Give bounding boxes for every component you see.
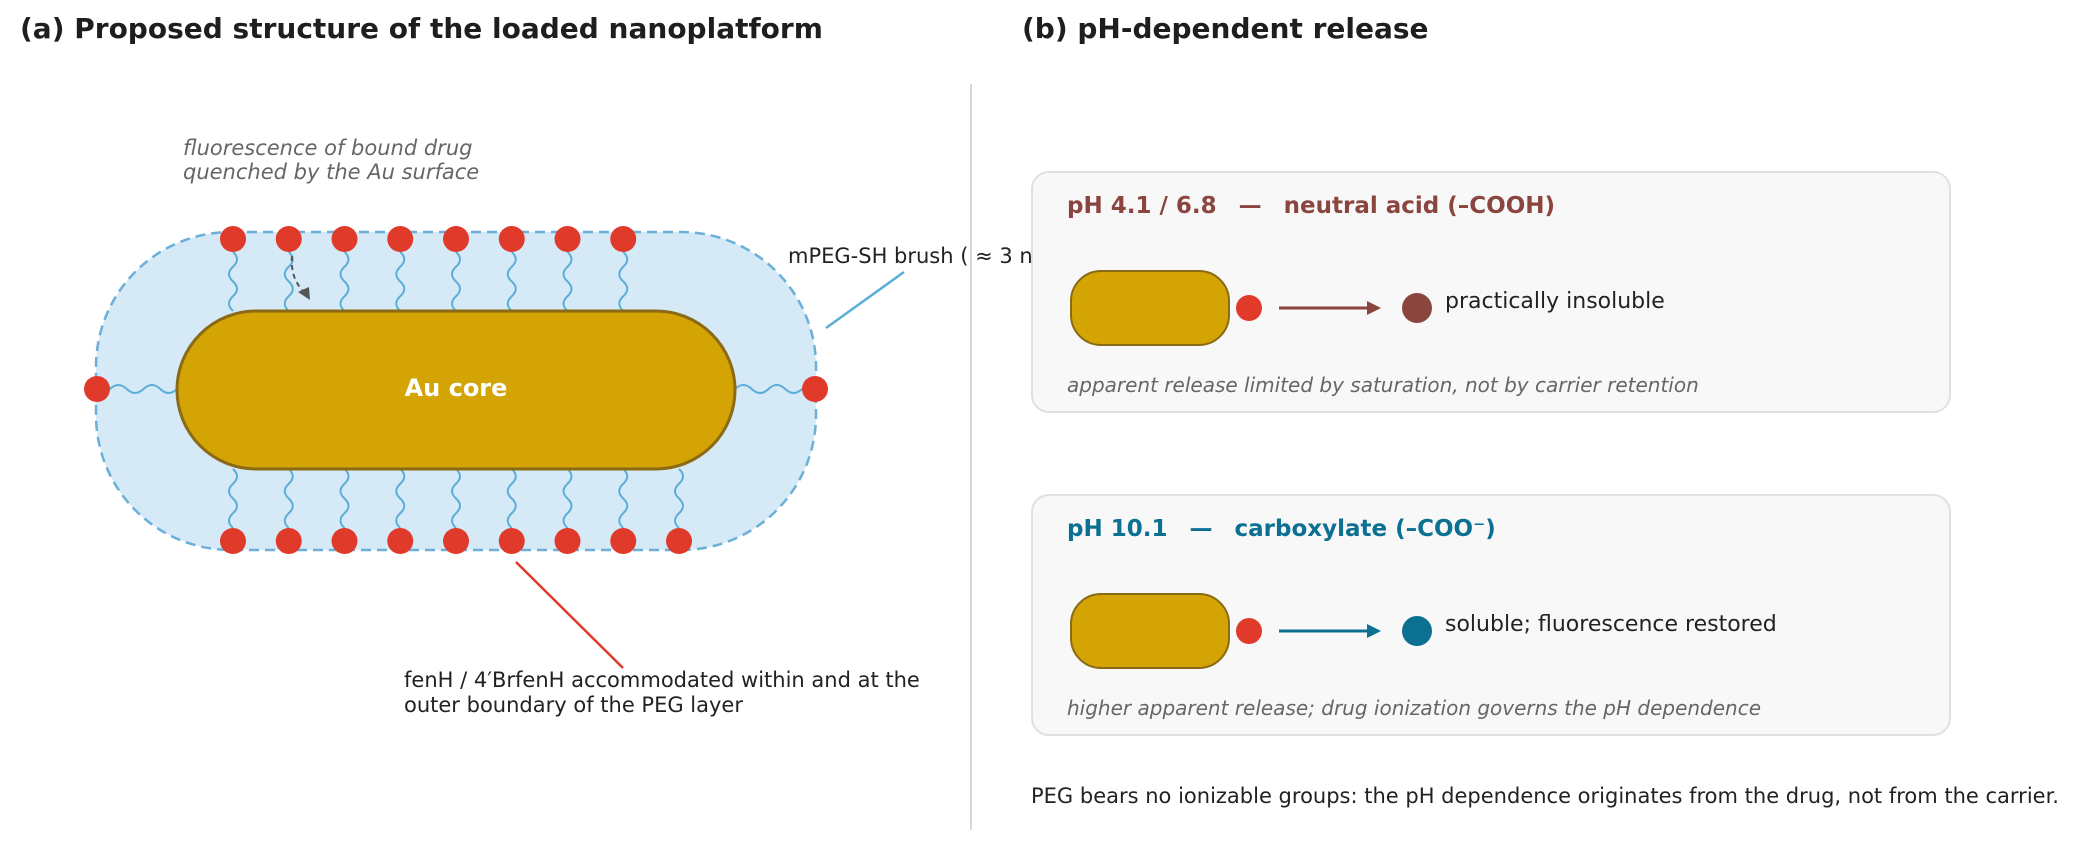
au-core-label: Au core (404, 374, 508, 402)
drug-bottom (387, 528, 414, 554)
peg-chain-bottom (451, 468, 461, 529)
drug-callout: fenH / 4′BrfenH accommodated within and … (404, 668, 920, 717)
panel-b-title: (b) pH-dependent release (1022, 12, 1429, 45)
card-acidic-ph: pH 4.1 / 6.8 (1067, 193, 1217, 219)
peg-chain-bottom (283, 468, 294, 529)
card-basic-ph: pH 10.1 (1067, 516, 1168, 542)
drug-top (610, 226, 637, 252)
card-basic: pH 10.1 — carboxylate (–COO⁻) soluble; f… (1031, 494, 1951, 736)
drug-molecules (84, 226, 828, 554)
drug-top (275, 226, 302, 252)
peg-chains (109, 251, 803, 529)
peg-chain-bottom (339, 468, 350, 529)
release-arrow-head (1367, 301, 1381, 315)
quench-arrow-head (298, 287, 310, 300)
drug-top (331, 226, 358, 252)
drug-top (554, 226, 581, 252)
quench-arrow (290, 255, 305, 293)
drug-bottom (275, 528, 302, 554)
drug-bottom (610, 528, 637, 554)
peg-chain-bottom (395, 468, 406, 529)
peg-chain-left (109, 384, 178, 394)
peg-chain-bottom (228, 468, 238, 529)
peg-chain-top (283, 251, 294, 312)
card-basic-species: carboxylate (–COO⁻) (1234, 516, 1496, 542)
card-acidic-species: neutral acid (–COOH) (1283, 193, 1556, 219)
nanoplatform-diagram (84, 226, 905, 669)
peg-chain-top (506, 251, 517, 312)
drug-top (498, 226, 525, 252)
peg-chain-top (451, 251, 461, 312)
drug-bottom (554, 528, 581, 554)
bound-drug (1236, 295, 1262, 321)
released-drug (1402, 616, 1432, 646)
card-basic-scheme (1070, 593, 1432, 669)
drug-bottom (220, 528, 246, 554)
footer-note: PEG bears no ionizable groups: the pH de… (1031, 784, 2059, 808)
drug-bottom (331, 528, 358, 554)
peg-chain-bottom (674, 468, 684, 529)
card-basic-dash: — (1189, 516, 1213, 542)
quench-note: fluorescence of bound drug quenched by t… (183, 136, 480, 184)
card-acidic-note: apparent release limited by saturation, … (1067, 373, 1699, 397)
drug-left (84, 376, 110, 402)
card-basic-note: higher apparent release; drug ionization… (1067, 696, 1762, 720)
carrier-pill (1070, 270, 1230, 346)
peg-chain-right (734, 384, 803, 394)
card-acidic-scheme (1070, 270, 1432, 346)
drug-right (802, 376, 828, 402)
card-acidic: pH 4.1 / 6.8 — neutral acid (–COOH) prac… (1031, 171, 1951, 413)
peg-chain-bottom (562, 468, 573, 529)
drug-top (220, 226, 246, 252)
drug-bottom (666, 528, 692, 554)
drug-bottom (498, 528, 525, 554)
released-drug (1402, 293, 1432, 323)
peg-chain-top (395, 251, 406, 312)
drug-bottom (443, 528, 469, 554)
card-basic-outcome: soluble; fluorescence restored (1445, 612, 1777, 637)
panel-divider (970, 84, 972, 830)
release-arrow-head (1367, 624, 1381, 638)
carrier-pill (1070, 593, 1230, 669)
drug-top (387, 226, 414, 252)
peg-chain-top (228, 251, 238, 312)
drug-top (443, 226, 469, 252)
peg-chain-top (339, 251, 350, 312)
card-acidic-outcome: practically insoluble (1445, 289, 1665, 314)
card-acidic-dash: — (1238, 193, 1262, 219)
card-acidic-heading: pH 4.1 / 6.8 — neutral acid (–COOH) (1067, 193, 1569, 219)
peg-chain-bottom (506, 468, 517, 529)
peg-chain-bottom (618, 468, 629, 529)
peg-chain-top (562, 251, 573, 312)
panel-a-title: (a) Proposed structure of the loaded nan… (20, 12, 823, 45)
card-basic-heading: pH 10.1 — carboxylate (–COO⁻) (1067, 516, 1510, 542)
au-core (175, 309, 737, 471)
brush-callout: mPEG-SH brush ( ≈ 3 nm) (788, 244, 1062, 268)
bound-drug (1236, 618, 1262, 644)
brush-callout-line (825, 270, 905, 330)
peg-chain-top (618, 251, 629, 312)
drug-callout-line (515, 561, 624, 669)
